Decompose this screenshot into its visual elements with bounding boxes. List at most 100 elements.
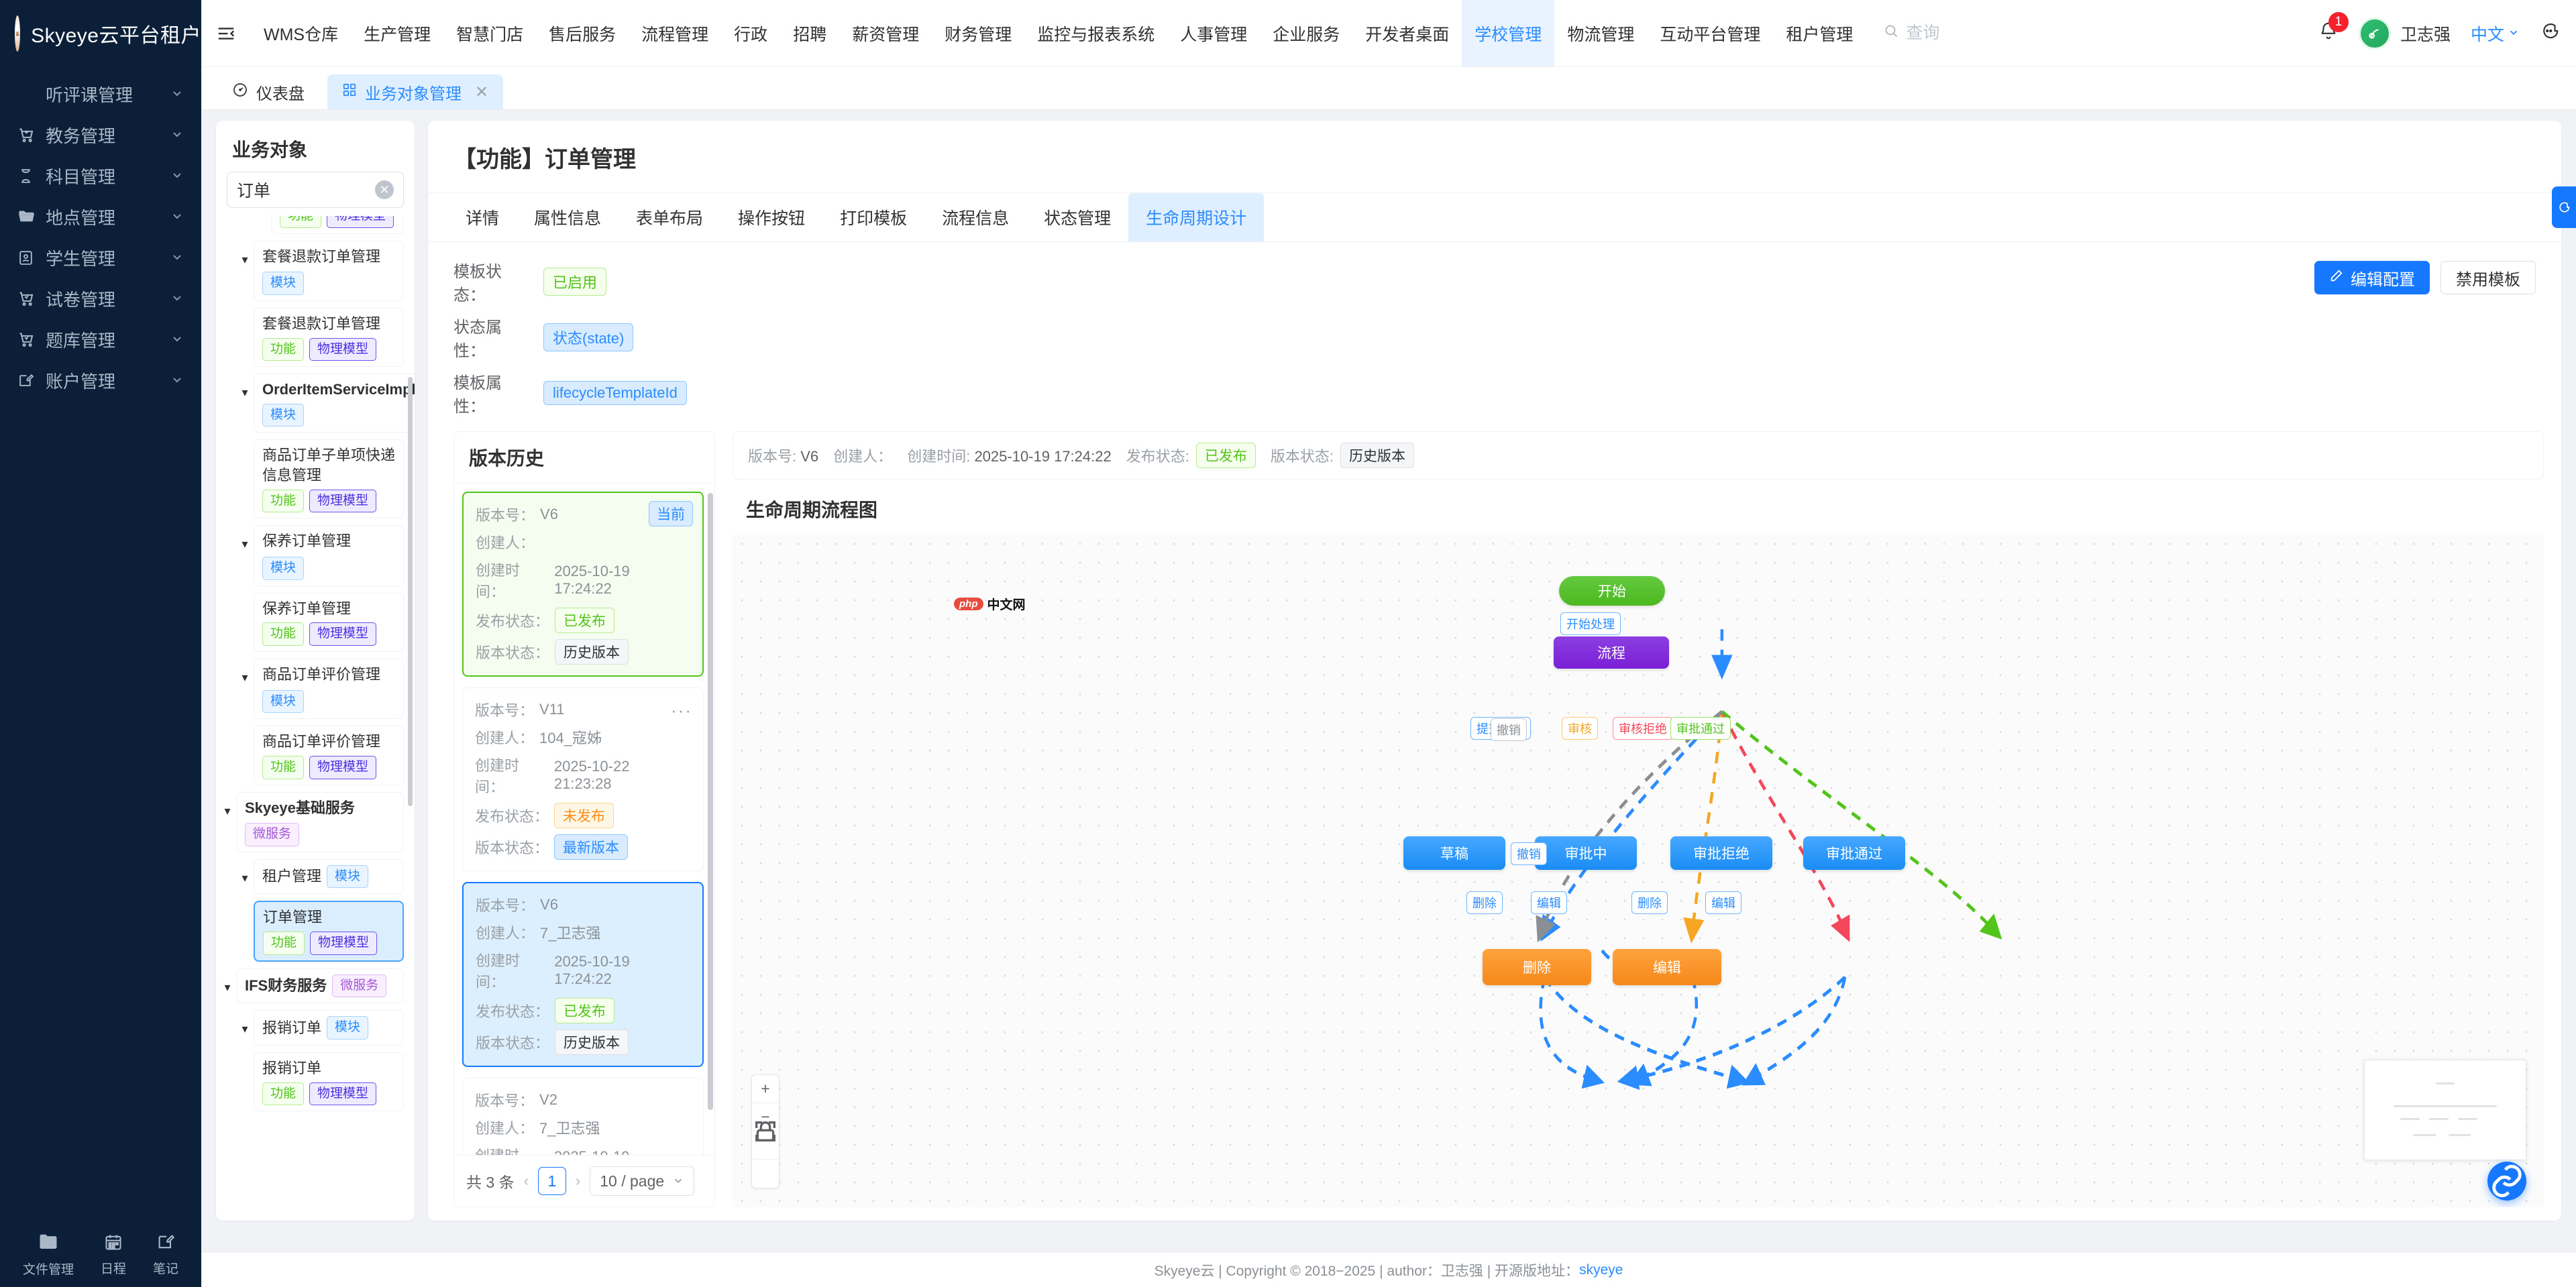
menu-collapse-icon[interactable]: [201, 23, 251, 44]
notification-bell[interactable]: 1: [2318, 12, 2349, 46]
nav-item-15[interactable]: 互动平台管理: [1660, 25, 1761, 44]
sidebar-item-4[interactable]: 学生管理: [0, 237, 201, 278]
version-card-1[interactable]: ··· 版本号：V11 创建人：104_寇姊 创建时间：2025-10-22 2…: [462, 687, 704, 871]
edge-label-review-pass[interactable]: 审批通过: [1670, 717, 1731, 740]
version-card-0[interactable]: 当前 版本号：V6 创建人： 创建时间：2025-10-19 17:24:22 …: [462, 492, 704, 677]
caret-icon[interactable]: ▾: [224, 803, 231, 818]
edge-label-review[interactable]: 审核: [1562, 717, 1598, 740]
fullscreen-icon[interactable]: [752, 1121, 779, 1160]
ellipsis-icon[interactable]: ···: [671, 700, 692, 720]
tree-scrollbar[interactable]: [408, 377, 413, 806]
pagination-page-1[interactable]: 1: [537, 1167, 566, 1195]
shortcut-calendar[interactable]: 日程: [101, 1233, 126, 1277]
tree-node-2[interactable]: 套餐退款订单管理 功能 物理模型: [254, 307, 404, 368]
tree-node-10[interactable]: ▾ 租户管理 模块: [236, 858, 404, 895]
tab-print-template[interactable]: 打印模板: [840, 209, 908, 228]
node-start[interactable]: 开始: [1559, 576, 1665, 606]
sidebar-item-7[interactable]: 账户管理: [0, 360, 201, 401]
tree-node-4[interactable]: 商品订单子单项快递信息管理 功能 物理模型: [254, 439, 404, 519]
tree-node-6[interactable]: 保养订单管理 功能 物理模型: [254, 592, 404, 652]
user-menu[interactable]: 卫志强: [2358, 17, 2451, 50]
clear-circle-icon[interactable]: ✕: [375, 180, 394, 199]
lock-icon[interactable]: [752, 1121, 779, 1188]
sidebar-item-2[interactable]: 科目管理: [0, 156, 201, 197]
nav-item-7[interactable]: 薪资管理: [852, 25, 920, 44]
caret-icon[interactable]: ▾: [241, 670, 248, 684]
edge-label-edit-2[interactable]: 编辑: [1705, 891, 1741, 914]
brand-logo[interactable]: Skyeye云平台租户: [0, 0, 201, 67]
tab-dashboard[interactable]: 仪表盘: [217, 74, 319, 109]
tab-form-layout[interactable]: 表单布局: [636, 209, 704, 228]
caret-icon[interactable]: ▾: [241, 871, 248, 885]
edge-label-edit-1[interactable]: 编辑: [1531, 891, 1567, 914]
lifecycle-canvas[interactable]: php 中文网 开始 流程 草稿 审批中 审批拒绝 审批通过 删除 编辑: [733, 535, 2544, 1207]
tree-node-8[interactable]: 商品订单评价管理 功能 物理模型: [254, 726, 404, 785]
caret-icon[interactable]: ▾: [224, 980, 231, 994]
sidebar-item-6[interactable]: 题库管理: [0, 319, 201, 360]
chevron-right-icon[interactable]: ›: [575, 1172, 581, 1189]
caret-icon[interactable]: ▾: [241, 1022, 248, 1036]
version-card-3[interactable]: 版本号：V2 创建人：7_卫志强 创建时间：2025-10-19 16:29:2…: [462, 1078, 704, 1155]
tab-process-info[interactable]: 流程信息: [942, 209, 1010, 228]
shortcut-file-manager[interactable]: 文件管理: [23, 1232, 74, 1278]
tab-business-object[interactable]: 业务对象管理 ✕: [327, 74, 504, 109]
tree-node-3[interactable]: ▾ OrderItemServiceImpl 模块: [236, 374, 415, 433]
nav-item-13[interactable]: 学校管理: [1462, 0, 1555, 66]
search-input[interactable]: [1906, 23, 2021, 43]
version-card-2[interactable]: 版本号：V6 创建人：7_卫志强 创建时间：2025-10-19 17:24:2…: [462, 882, 704, 1067]
sidebar-item-5[interactable]: 试卷管理: [0, 278, 201, 319]
version-list-scrollbar[interactable]: [708, 493, 713, 1110]
nav-item-16[interactable]: 租户管理: [1786, 25, 1854, 44]
side-drawer-handle[interactable]: [2552, 186, 2576, 228]
tree-node-1[interactable]: ▾ 套餐退款订单管理 模块: [236, 240, 404, 301]
nav-item-9[interactable]: 监控与报表系统: [1037, 25, 1155, 44]
tree-node-5[interactable]: ▾ 保养订单管理 模块: [236, 525, 404, 586]
nav-item-0[interactable]: WMS仓库: [264, 25, 339, 44]
tab-details[interactable]: 详情: [466, 209, 500, 228]
node-approved[interactable]: 审批通过: [1803, 836, 1905, 870]
global-search[interactable]: [1883, 23, 2021, 44]
sidebar-item-3[interactable]: 地点管理: [0, 197, 201, 237]
nav-item-14[interactable]: 物流管理: [1567, 25, 1635, 44]
edge-label-withdraw[interactable]: 撤销: [1511, 842, 1547, 865]
page-size-select[interactable]: 10 / page: [590, 1166, 695, 1196]
edge-label-delete-1[interactable]: 删除: [1466, 891, 1503, 914]
caret-icon[interactable]: ▾: [241, 537, 248, 551]
nav-item-11[interactable]: 企业服务: [1273, 25, 1340, 44]
tab-action-buttons[interactable]: 操作按钮: [738, 209, 806, 228]
node-delete[interactable]: 删除: [1483, 949, 1591, 985]
edit-config-button[interactable]: 编辑配置: [2314, 261, 2430, 294]
tree-node-11-selected[interactable]: 订单管理 功能 物理模型: [254, 901, 404, 962]
tree-node-9[interactable]: ▾ Skyeye基础服务 微服务: [219, 791, 404, 852]
chevron-left-icon[interactable]: ‹: [523, 1172, 529, 1189]
disable-template-button[interactable]: 禁用模板: [2440, 261, 2536, 294]
nav-item-2[interactable]: 智慧门店: [456, 25, 524, 44]
edge-label-delete-2[interactable]: 删除: [1631, 891, 1668, 914]
shortcut-notes[interactable]: 笔记: [153, 1233, 178, 1277]
sidebar-item-1[interactable]: 教务管理: [0, 115, 201, 156]
edge-label-start-process[interactable]: 开始处理: [1560, 612, 1621, 635]
nav-item-10[interactable]: 人事管理: [1180, 25, 1248, 44]
footer-link[interactable]: skyeye: [1579, 1262, 1623, 1278]
caret-icon[interactable]: ▾: [241, 386, 248, 400]
nav-item-12[interactable]: 开发者桌面: [1365, 25, 1450, 44]
link-icon[interactable]: [2487, 1162, 2526, 1200]
caret-icon[interactable]: ▾: [241, 252, 248, 266]
nav-item-6[interactable]: 招聘: [793, 25, 827, 44]
canvas-minimap[interactable]: [2364, 1060, 2526, 1160]
sidebar-item-0[interactable]: 听评课管理: [0, 74, 201, 115]
tab-lifecycle-design[interactable]: 生命周期设计: [1128, 193, 1265, 241]
tree-node-12[interactable]: ▾ IFS财务服务 微服务: [219, 968, 404, 1004]
nav-item-4[interactable]: 流程管理: [641, 25, 709, 44]
node-process[interactable]: 流程: [1554, 636, 1669, 669]
tree-node-13[interactable]: ▾ 报销订单 模块: [236, 1010, 404, 1046]
tree-node-7[interactable]: ▾ 商品订单评价管理 模块: [236, 658, 404, 720]
tab-state-mgmt[interactable]: 状态管理: [1044, 209, 1112, 228]
zoom-in-button[interactable]: +: [752, 1075, 779, 1103]
nav-item-3[interactable]: 售后服务: [549, 25, 616, 44]
message-circle-icon[interactable]: [2540, 21, 2560, 46]
tab-attributes[interactable]: 属性信息: [534, 209, 602, 228]
nav-item-1[interactable]: 生产管理: [364, 25, 431, 44]
node-approving[interactable]: 审批中: [1535, 836, 1637, 870]
node-rejected[interactable]: 审批拒绝: [1670, 836, 1772, 870]
